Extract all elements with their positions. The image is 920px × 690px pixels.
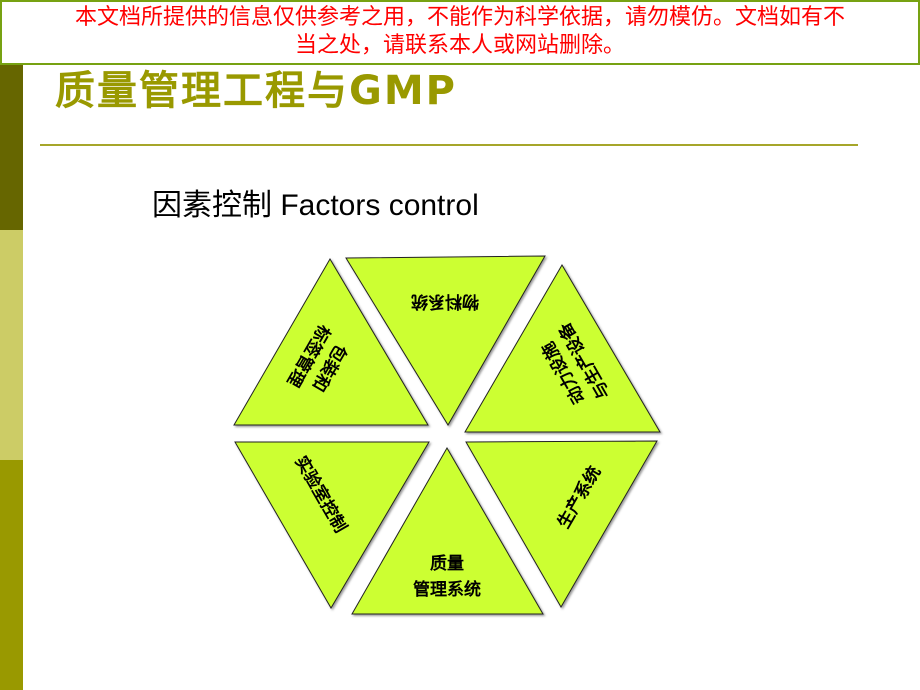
title-divider [40, 144, 858, 146]
segment-quality: 质量 管理系统 [351, 446, 544, 615]
sidebar-segment-mid [0, 460, 23, 690]
segment-laboratory: 实验室控制 [234, 441, 430, 609]
slide-subtitle: 因素控制 Factors control [152, 189, 479, 222]
segment-materials: 物料系统 [345, 255, 546, 426]
segment-facilities: 动力设施 与生产设备 [464, 264, 661, 433]
disclaimer-line-1: 本文档所提供的信息仅供参考之用，不能作为科学依据，请勿模仿。文档如有不 [74, 5, 845, 30]
disclaimer-watermark: 本文档所提供的信息仅供参考之用，不能作为科学依据，请勿模仿。文档如有不 当之处，… [0, 0, 920, 65]
segment-production: 生产系统 [465, 440, 658, 609]
segment-packaging: 包装和 标签管理 [233, 258, 429, 426]
segment-quality-label-2: 管理系统 [413, 579, 481, 600]
disclaimer-line-2: 当之处，请联系本人或网站删除。 [294, 33, 625, 58]
slide-title: 质量管理工程与GMP [55, 68, 457, 114]
sidebar-segment-light [0, 230, 23, 460]
segment-quality-label-1: 质量 [430, 553, 464, 574]
segment-materials-label: 物料系统 [411, 291, 479, 312]
